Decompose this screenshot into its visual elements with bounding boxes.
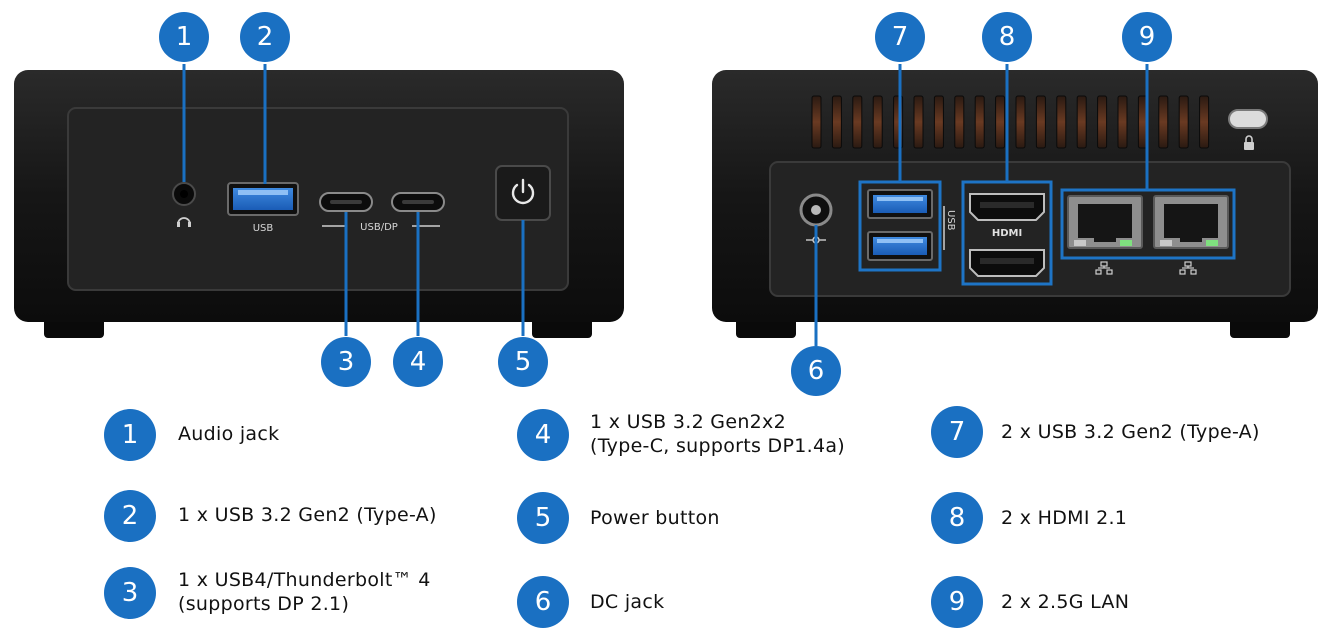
rear-foot-right xyxy=(1230,318,1290,338)
vent-slot xyxy=(872,95,883,149)
front-foot-right xyxy=(532,318,592,338)
lan-port-1 xyxy=(1067,195,1143,249)
vent-slot xyxy=(974,95,985,149)
callout-badge-9: 9 xyxy=(1122,12,1172,62)
callout-badge-5: 5 xyxy=(498,337,548,387)
callout-badge-8: 8 xyxy=(982,12,1032,62)
vent-slot xyxy=(1178,95,1189,149)
vent-slot xyxy=(831,95,842,149)
rear-usb-label: USB xyxy=(945,210,956,231)
legend-label-3: 1 x USB4/Thunderbolt™ 4 (supports DP 2.1… xyxy=(178,569,431,615)
lock-icon xyxy=(1244,135,1254,150)
vent-slot xyxy=(1076,95,1087,149)
vent-slot xyxy=(933,95,944,149)
vent-slot xyxy=(852,95,863,149)
front-foot-left xyxy=(44,318,104,338)
legend-badge-3: 3 xyxy=(104,567,156,619)
rear-panel: USB HDMI xyxy=(712,70,1318,338)
kensington-lock-slot xyxy=(1228,109,1268,150)
legend-badge-1: 1 xyxy=(104,409,156,461)
legend-badge-2: 2 xyxy=(104,490,156,542)
vent-slot xyxy=(1035,95,1046,149)
legend-label-1: Audio jack xyxy=(178,423,280,445)
legend-label-9: 2 x 2.5G LAN xyxy=(1001,591,1130,613)
callout-badge-1: 1 xyxy=(159,12,209,62)
vent-slot xyxy=(913,95,924,149)
callout-badge-7: 7 xyxy=(875,12,925,62)
legend-label-8: 2 x HDMI 2.1 xyxy=(1001,507,1128,529)
front-inset-panel xyxy=(67,107,569,291)
legend-label-6: DC jack xyxy=(590,591,665,613)
vent-slot xyxy=(1199,95,1210,149)
audio-jack xyxy=(172,182,196,227)
callout-badge-2: 2 xyxy=(240,12,290,62)
vent-slot xyxy=(1097,95,1108,149)
legend-label-5: Power button xyxy=(590,507,720,529)
legend-badge-9: 9 xyxy=(931,576,983,628)
vent-slot xyxy=(1158,95,1169,149)
vent-slot xyxy=(995,95,1006,149)
legend-badge-6: 6 xyxy=(517,576,569,628)
callout-badge-6: 6 xyxy=(791,346,841,396)
front-usb-a-port xyxy=(227,182,299,216)
headphone-icon xyxy=(177,217,191,227)
hdmi-logo-label: HDMI xyxy=(992,228,1022,239)
legend-badge-5: 5 xyxy=(517,492,569,544)
hdmi-port-2 xyxy=(969,249,1045,277)
power-button xyxy=(495,165,551,221)
network-icon xyxy=(1179,261,1197,275)
rear-usb-a-port-1 xyxy=(867,189,933,219)
vent-slot xyxy=(1056,95,1067,149)
legend-badge-4: 4 xyxy=(517,409,569,461)
dc-jack xyxy=(799,193,833,244)
hdmi-port-1 xyxy=(969,193,1045,221)
legend-label-4: 1 x USB 3.2 Gen2x2 (Type-C, supports DP1… xyxy=(590,411,846,457)
vent-slot xyxy=(811,95,822,149)
vent-slot xyxy=(1117,95,1128,149)
front-usb-c-port-1 xyxy=(319,192,373,212)
callout-badge-4: 4 xyxy=(393,337,443,387)
legend-label-7: 2 x USB 3.2 Gen2 (Type-A) xyxy=(1001,421,1260,443)
power-icon xyxy=(511,178,535,205)
network-icon xyxy=(1095,261,1113,275)
callout-badge-3: 3 xyxy=(321,337,371,387)
rear-foot-left xyxy=(736,318,796,338)
vent-slot xyxy=(954,95,965,149)
vent-slot xyxy=(1015,95,1026,149)
front-usb-c-port-2 xyxy=(391,192,445,212)
front-panel: USB USB/DP xyxy=(14,70,624,338)
legend-badge-8: 8 xyxy=(931,492,983,544)
lan-port-2 xyxy=(1153,195,1229,249)
front-usb-dp-label: USB/DP xyxy=(360,222,398,233)
legend-badge-7: 7 xyxy=(931,406,983,458)
callout-leader-lines xyxy=(182,64,1149,346)
front-usb-label: USB xyxy=(253,223,274,234)
rear-usb-a-port-2 xyxy=(867,231,933,261)
legend-label-2: 1 x USB 3.2 Gen2 (Type-A) xyxy=(178,504,437,526)
